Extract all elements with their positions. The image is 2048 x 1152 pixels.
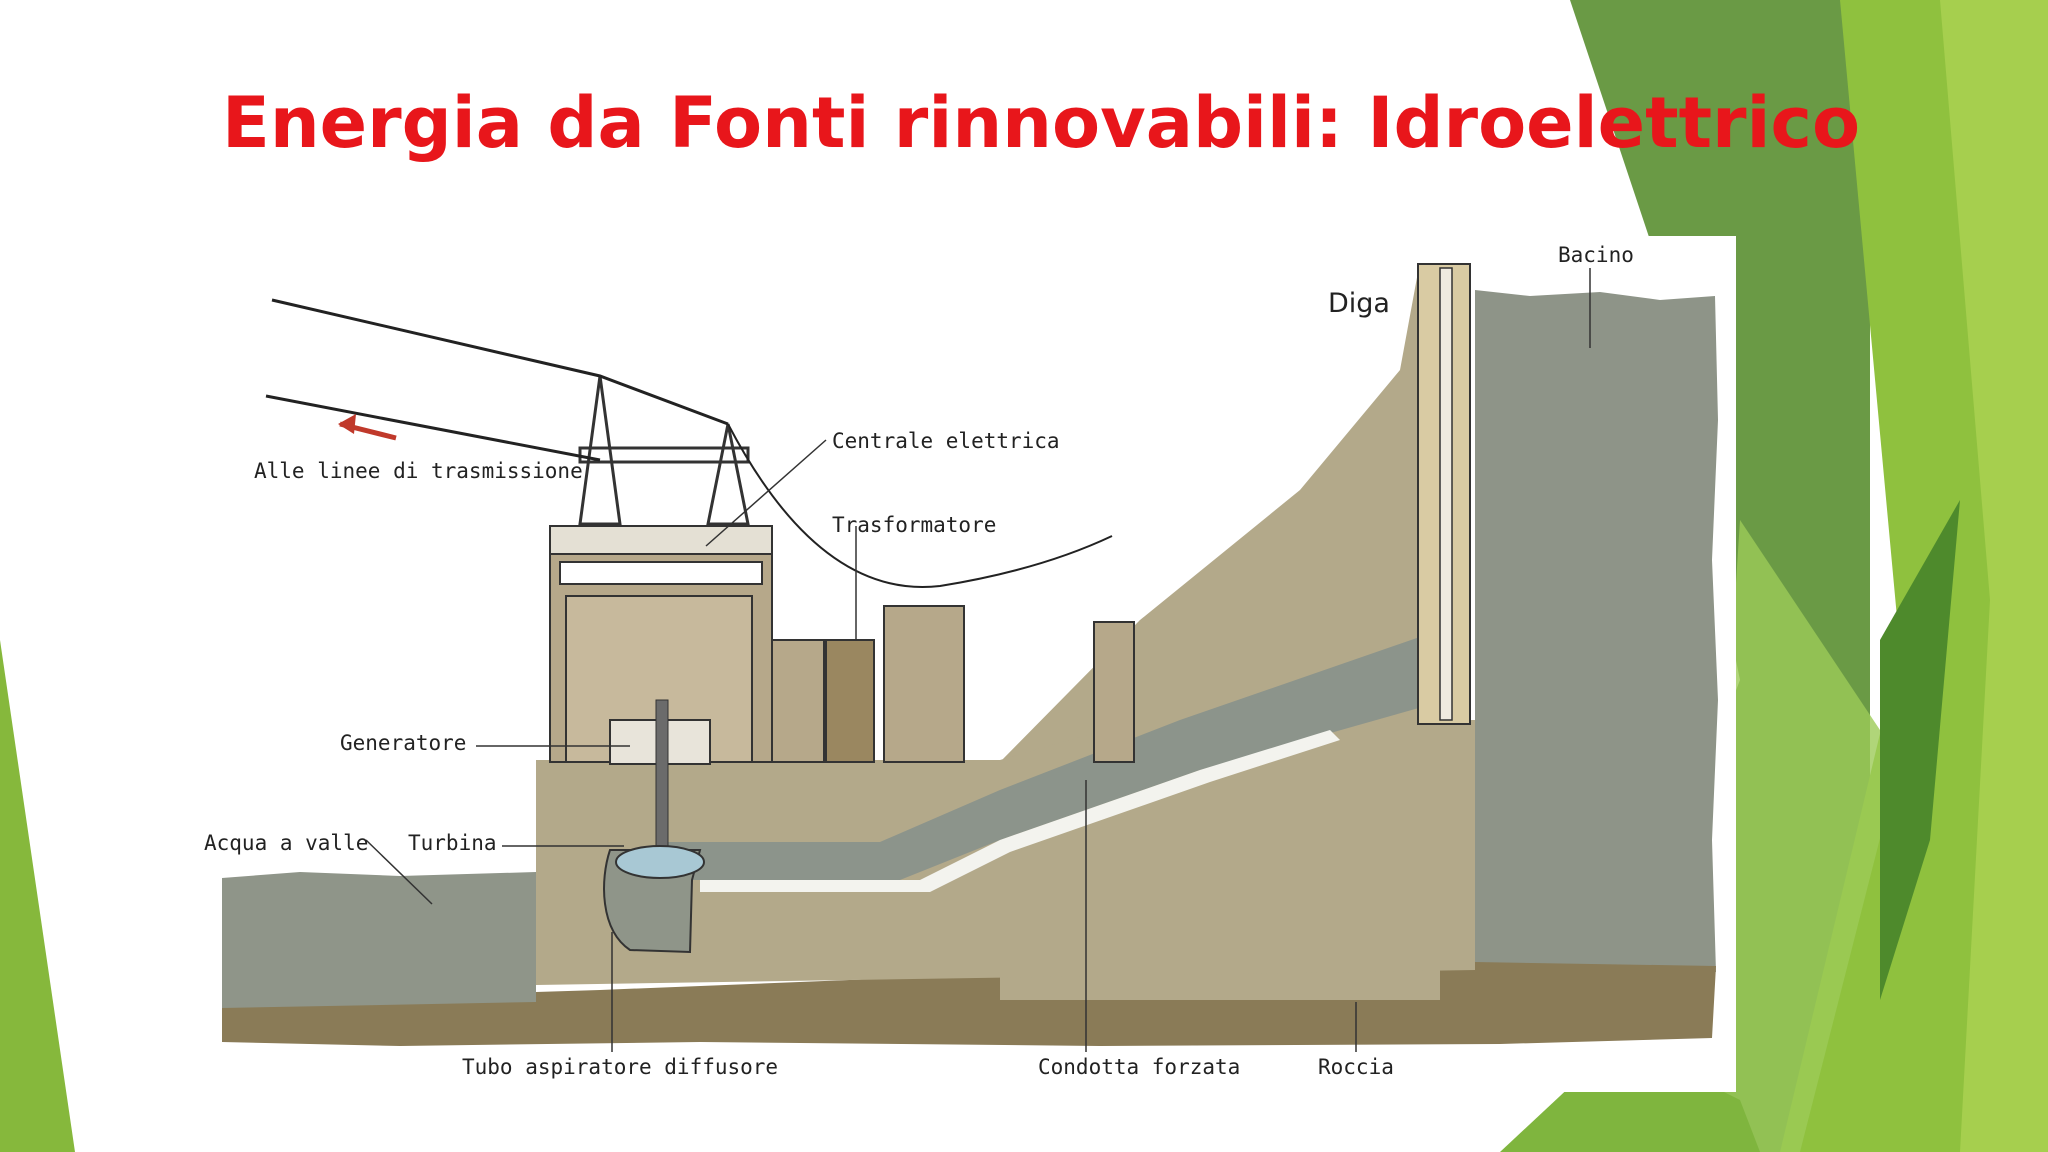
label-generatore: Generatore <box>340 731 466 755</box>
power-line-to-dam <box>727 423 1113 588</box>
right-green-shape-accent <box>1700 520 1900 1152</box>
power-station-windows <box>559 561 763 585</box>
penstock <box>660 630 1440 880</box>
switch-building <box>883 605 965 763</box>
small-building <box>1093 621 1135 763</box>
right-green-shape-deep <box>1880 500 1960 1000</box>
transformer-body <box>825 639 875 763</box>
label-linee: Alle linee di trasmissione <box>254 459 583 483</box>
downstream-water <box>222 872 536 1008</box>
power-line-lower <box>265 394 601 462</box>
right-green-shape-bottom <box>1500 1040 1760 1152</box>
label-turbina: Turbina <box>408 831 497 855</box>
left-green-shape <box>0 640 75 1152</box>
label-acqua: Acqua a valle <box>204 831 368 855</box>
reservoir-water <box>1475 290 1718 972</box>
turbine-shaft <box>655 699 669 851</box>
dam-wall-inner <box>1439 267 1453 721</box>
leader-acqua <box>365 839 433 905</box>
label-condotta: Condotta forzata <box>1038 1055 1240 1079</box>
right-green-shape-light <box>1940 0 2048 1152</box>
label-centrale: Centrale elettrica <box>832 429 1060 453</box>
pylon-left <box>578 375 622 526</box>
control-block <box>771 639 825 763</box>
slide-title: Energia da Fonti rinnovabili: Idroelettr… <box>222 82 1861 164</box>
pylon-right <box>706 423 750 526</box>
turbine-runner <box>615 845 705 879</box>
leader-centrale <box>705 439 827 547</box>
label-tubo: Tubo aspiratore diffusore <box>462 1055 778 1079</box>
label-bacino: Bacino <box>1558 243 1634 267</box>
transmission-arrow-head <box>338 414 356 434</box>
power-line-upper <box>271 298 729 426</box>
label-trasformatore: Trasformatore <box>832 513 996 537</box>
power-station-roof <box>549 525 773 555</box>
label-diga: Diga <box>1328 288 1390 319</box>
label-roccia: Roccia <box>1318 1055 1394 1079</box>
